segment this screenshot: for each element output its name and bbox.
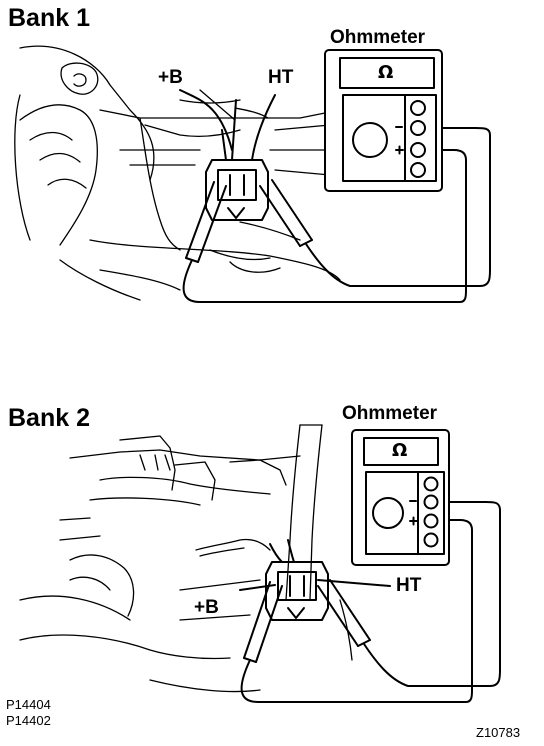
bank-2-engine-drawing bbox=[19, 424, 353, 693]
footer-code-1: P14404 bbox=[6, 697, 51, 712]
bank-2-ohm-symbol-icon: Ω bbox=[392, 440, 408, 461]
bank-1-engine-drawing bbox=[14, 45, 341, 301]
bank-2-ohmmeter-title: Ohmmeter bbox=[342, 403, 438, 424]
figure-id: Z10783 bbox=[476, 725, 521, 740]
bank-2-probes bbox=[240, 501, 501, 703]
bank-1-ohmmeter bbox=[324, 49, 443, 192]
bank-1-ohm-symbol-icon: Ω bbox=[378, 62, 394, 83]
bank-1-terminal-ht-label: HT bbox=[268, 67, 294, 88]
bank-1-probes bbox=[182, 127, 491, 303]
bank-2-terminal-b-label: +B bbox=[194, 597, 219, 618]
bank-2-terminal-ht-label: HT bbox=[396, 575, 422, 596]
footer-code-2: P14402 bbox=[6, 713, 51, 728]
bank-1-ohmmeter-title: Ohmmeter bbox=[330, 27, 426, 48]
bank-2-label: Bank 2 bbox=[8, 404, 90, 432]
bank-1-terminal-b-label: +B bbox=[158, 67, 183, 88]
bank-1-sensor-connector bbox=[179, 89, 276, 221]
bank-2-sensor-connector bbox=[239, 539, 391, 621]
bank-1-label: Bank 1 bbox=[8, 4, 90, 32]
bank-2-ohmmeter bbox=[351, 429, 450, 566]
